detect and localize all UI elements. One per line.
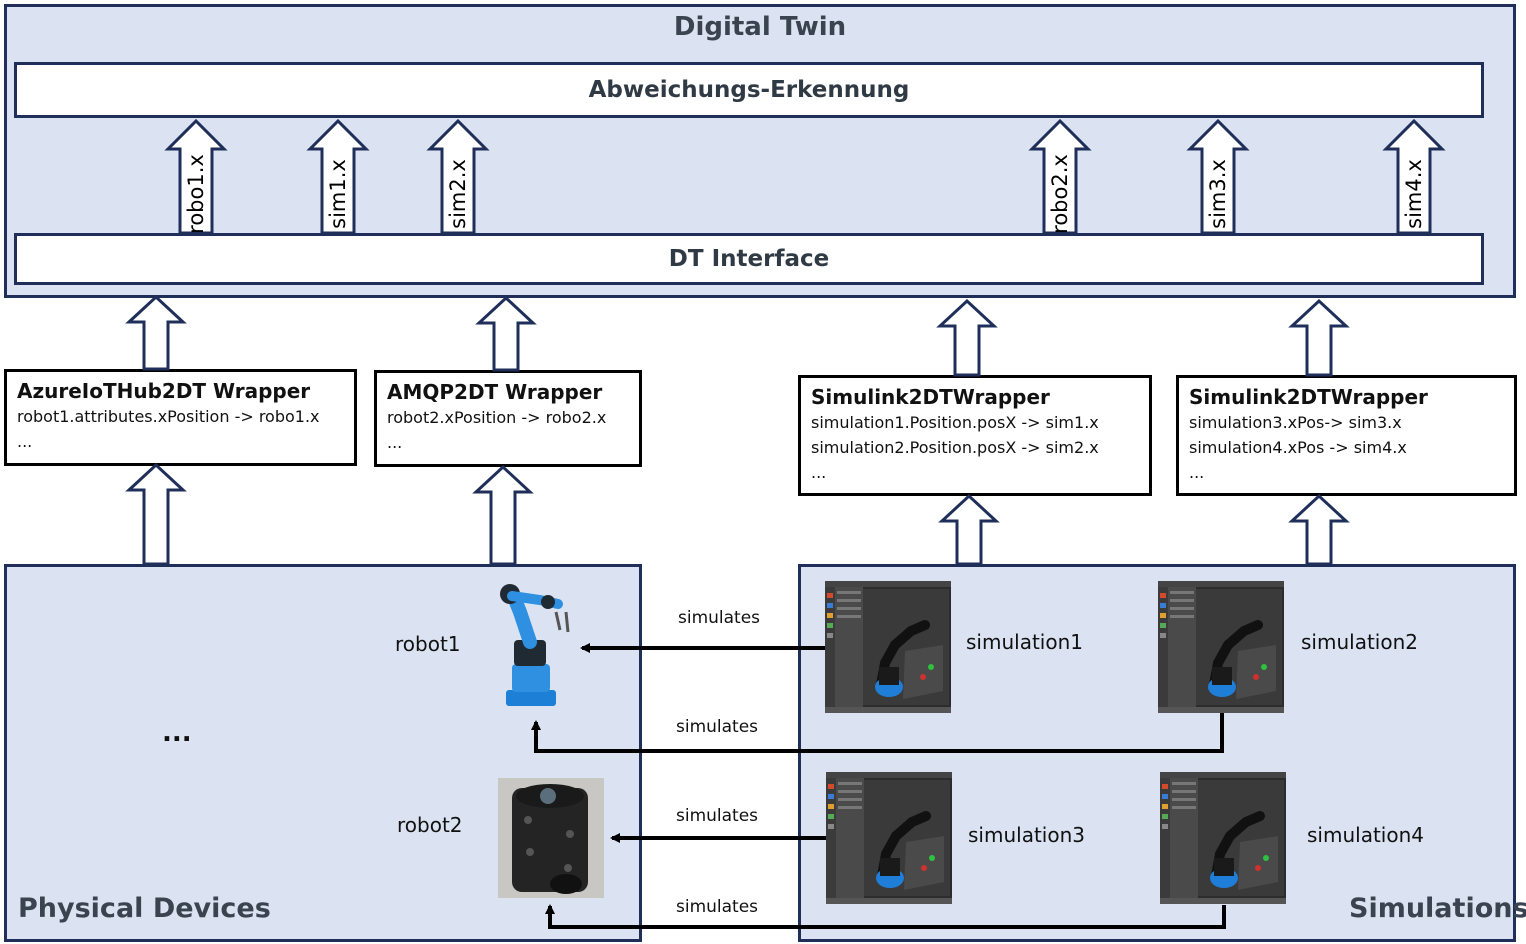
wrapper-ellipsis: ... [1189, 463, 1205, 482]
dt-interface-label: DT Interface [668, 246, 830, 272]
simulates-arrow-4 [545, 904, 1226, 929]
simulation3-screenshot [826, 772, 952, 904]
simulation1-label: simulation1 [966, 630, 1083, 654]
digital-twin-title: Digital Twin [673, 12, 847, 42]
wrapper-title: Simulink2DTWrapper [1189, 385, 1428, 409]
simulation1-screenshot [825, 581, 951, 713]
signal-arrow [1028, 118, 1092, 235]
wrapper-ellipsis: ... [387, 433, 403, 452]
simulations-title: Simulations [1349, 893, 1526, 924]
wrapper-mapping: robot2.xPosition -> robo2.x [387, 408, 607, 427]
wrapper-mapping: simulation3.xPos-> sim3.x [1189, 413, 1402, 432]
robot2-label: robot2 [397, 813, 463, 837]
wrapper-mapping: simulation1.Position.posX -> sim1.x [811, 413, 1099, 432]
wrapper-title: Simulink2DTWrapper [811, 385, 1050, 409]
simulates-arrow-2 [531, 713, 1224, 753]
simulates-label-3: simulates [676, 806, 759, 826]
up-arrow [936, 298, 998, 377]
signal-arrow [164, 118, 228, 235]
wrapper-ellipsis: ... [811, 463, 827, 482]
devices-ellipsis: ... [162, 718, 192, 748]
up-arrow [472, 464, 534, 566]
dt-interface-box: DT Interface [14, 233, 1484, 285]
simulates-label-2: simulates [676, 717, 759, 737]
simulates-label-4: simulates [676, 897, 759, 917]
simulation4-label: simulation4 [1307, 823, 1424, 847]
up-arrow [475, 295, 537, 372]
signal-arrow [426, 118, 490, 235]
simulates-label-1: simulates [678, 608, 761, 628]
wrapper-mapping: simulation4.xPos -> sim4.x [1189, 438, 1407, 457]
wrapper-mapping: simulation2.Position.posX -> sim2.x [811, 438, 1099, 457]
up-arrow [1288, 298, 1350, 377]
up-arrow [125, 294, 187, 371]
up-arrow [1288, 493, 1350, 566]
signal-arrow [1186, 118, 1250, 235]
simulation3-label: simulation3 [968, 823, 1085, 847]
signal-label: sim3.x [1206, 159, 1230, 229]
abweichungs-erkennung-box: Abweichungs-Erkennung [14, 62, 1484, 118]
signal-label: robo2.x [1048, 154, 1072, 234]
signal-label: sim4.x [1402, 159, 1426, 229]
abweichungs-erkennung-label: Abweichungs-Erkennung [588, 77, 910, 103]
signal-label: sim2.x [446, 159, 470, 229]
robot1-label: robot1 [395, 632, 461, 656]
azure-wrapper-box: AzureIoTHub2DT Wrapper robot1.attributes… [4, 369, 357, 466]
robot2-image [498, 778, 604, 898]
simulation2-screenshot [1158, 581, 1284, 713]
wrapper-title: AzureIoTHub2DT Wrapper [17, 379, 311, 403]
signal-arrow [306, 118, 370, 235]
wrapper-ellipsis: ... [17, 432, 33, 451]
simulink-wrapper-box-2: Simulink2DTWrapper simulation3.xPos-> si… [1176, 375, 1517, 496]
signal-arrow [1382, 118, 1446, 235]
up-arrow [938, 493, 1000, 566]
wrapper-mapping: robot1.attributes.xPosition -> robo1.x [17, 407, 320, 426]
simulation2-label: simulation2 [1301, 630, 1418, 654]
signal-label: sim1.x [326, 159, 350, 229]
simulation4-screenshot [1160, 772, 1286, 904]
robot1-image [500, 584, 570, 706]
wrapper-title: AMQP2DT Wrapper [387, 380, 603, 404]
signal-label: robo1.x [184, 154, 208, 234]
up-arrow [125, 462, 187, 566]
physical-devices-title: Physical Devices [18, 893, 271, 924]
